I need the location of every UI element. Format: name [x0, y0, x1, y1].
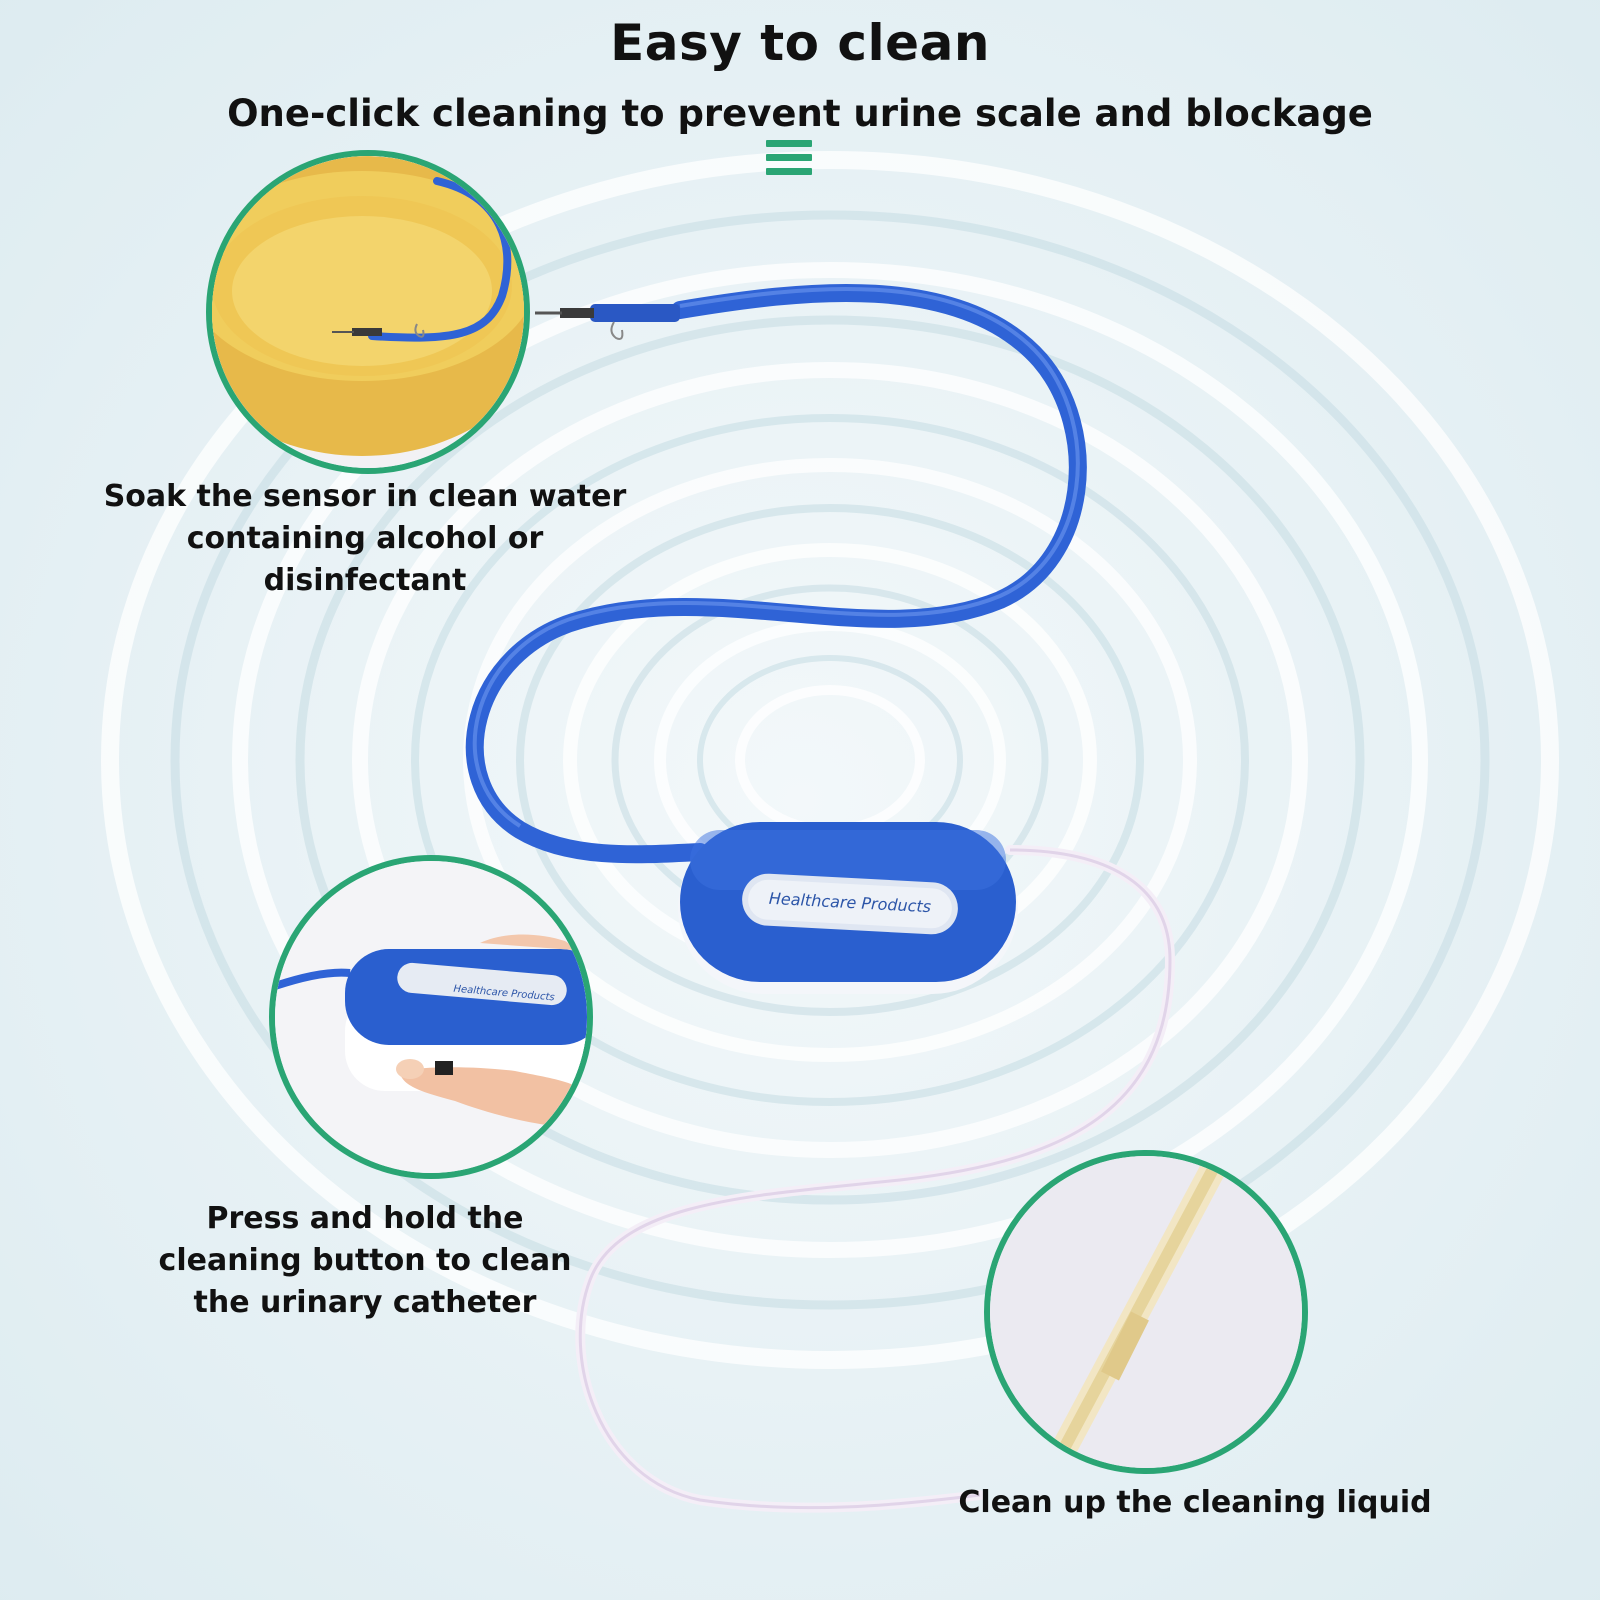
step-3-caption: Clean up the cleaning liquid — [930, 1482, 1460, 1524]
cleaning-liquid-tube-illustration — [990, 1156, 1302, 1468]
step-2-image-circle — [269, 855, 593, 1179]
caption-line: Press and hold the — [206, 1201, 524, 1236]
step-1-caption: Soak the sensor in clean water containin… — [100, 476, 630, 602]
page-subtitle: One-click cleaning to prevent urine scal… — [227, 92, 1373, 135]
menu-icon-bar — [766, 154, 812, 161]
caption-line: Clean up the cleaning liquid — [958, 1485, 1432, 1520]
hand-pressing-button-illustration — [275, 861, 587, 1173]
caption-line: Soak the sensor in clean water — [103, 479, 627, 514]
yellow-tray-illustration — [212, 156, 524, 468]
step-2-caption: Press and hold the cleaning button to cl… — [150, 1198, 580, 1324]
menu-icon-bar — [766, 168, 812, 175]
step-3-image-circle — [984, 1150, 1308, 1474]
caption-line: cleaning button to clean — [158, 1243, 572, 1278]
page-title: Easy to clean — [610, 14, 990, 72]
menu-icon[interactable] — [766, 140, 812, 180]
caption-line: the urinary catheter — [193, 1285, 537, 1320]
step-1-image-circle — [206, 150, 530, 474]
menu-icon-bar — [766, 140, 812, 147]
caption-line: containing alcohol or — [186, 521, 544, 556]
blue-sensor-tube — [465, 283, 1087, 864]
caption-line: disinfectant — [263, 563, 467, 598]
device-body — [678, 822, 1018, 994]
